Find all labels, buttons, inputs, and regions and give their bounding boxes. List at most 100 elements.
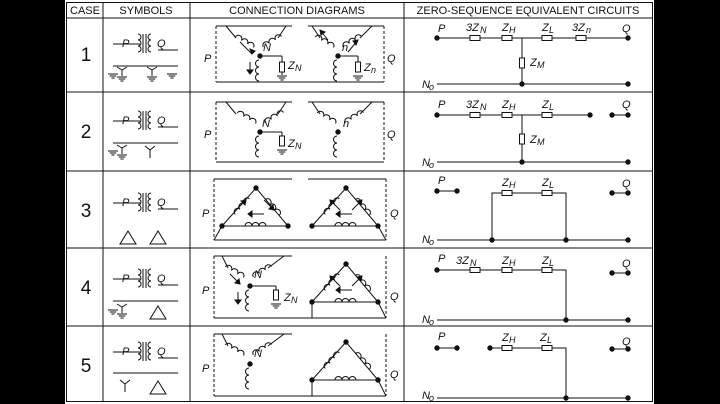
- svg-text:o: o: [429, 82, 434, 92]
- header-zero-sequence: ZERO-SEQUENCE EQUIVALENT CIRCUITS: [417, 5, 640, 17]
- case-number-4: 4: [81, 278, 92, 299]
- svg-text:N: N: [422, 79, 430, 91]
- svg-text:P: P: [204, 53, 212, 65]
- svg-text:Z: Z: [541, 255, 550, 267]
- svg-text:o: o: [429, 160, 434, 170]
- svg-text:H: H: [509, 102, 516, 112]
- svg-text:Q: Q: [157, 115, 166, 127]
- svg-text:Z: Z: [529, 57, 538, 69]
- zero-seq-circuit-case-5: P Q Z H Z L N o: [422, 331, 631, 403]
- symbol-case-2: P Q: [107, 110, 178, 159]
- svg-text:L: L: [549, 25, 554, 35]
- svg-text:P: P: [438, 331, 446, 343]
- svg-text:H: H: [509, 180, 516, 190]
- svg-text:Z: Z: [287, 138, 296, 150]
- svg-text:Q: Q: [157, 38, 166, 50]
- zero-seq-circuit-case-4: P Q 3Z N Z H Z L N o: [422, 253, 631, 327]
- svg-text:P: P: [438, 99, 446, 111]
- svg-text:N: N: [422, 390, 430, 402]
- svg-text:Q: Q: [622, 23, 631, 35]
- svg-text:Z: Z: [501, 99, 510, 111]
- svg-text:L: L: [549, 258, 554, 268]
- svg-text:P: P: [438, 253, 446, 265]
- svg-text:P: P: [202, 363, 210, 375]
- svg-text:N: N: [470, 258, 477, 268]
- svg-text:Q: Q: [390, 208, 399, 220]
- svg-text:N: N: [262, 118, 270, 130]
- header-symbols: SYMBOLS: [119, 5, 172, 17]
- svg-text:N: N: [263, 42, 271, 54]
- symbol-case-1: P Q: [107, 33, 178, 81]
- svg-text:o: o: [429, 237, 434, 247]
- connection-diagram-case-1: P Q N Z N: [204, 25, 396, 83]
- svg-text:Q: Q: [157, 346, 166, 358]
- svg-text:Q: Q: [390, 369, 399, 381]
- svg-text:Q: Q: [157, 273, 166, 285]
- zero-seq-circuit-case-3: P Q Z H Z L N o: [422, 175, 631, 247]
- svg-text:n: n: [586, 25, 591, 35]
- svg-text:3Z: 3Z: [572, 22, 586, 34]
- svg-text:N: N: [480, 25, 487, 35]
- case-number-3: 3: [81, 201, 92, 222]
- svg-text:P: P: [202, 208, 210, 220]
- svg-text:o: o: [429, 393, 434, 403]
- case-number-5: 5: [81, 356, 92, 377]
- svg-text:H: H: [509, 335, 516, 345]
- svg-text:N: N: [254, 348, 262, 360]
- svg-text:Q: Q: [622, 99, 631, 111]
- svg-text:P: P: [438, 23, 446, 35]
- svg-text:H: H: [509, 25, 516, 35]
- svg-text:3Z: 3Z: [466, 22, 480, 34]
- connection-diagram-case-2: P Q N Z N n: [204, 101, 396, 163]
- svg-text:n: n: [371, 65, 376, 75]
- symbol-case-3: P Q: [113, 192, 178, 245]
- svg-text:Z: Z: [501, 255, 510, 267]
- svg-text:N: N: [480, 102, 487, 112]
- svg-text:P: P: [202, 285, 210, 297]
- svg-text:L: L: [549, 102, 554, 112]
- connection-diagram-case-4: P Q N Z N: [202, 255, 399, 319]
- svg-text:Z: Z: [541, 99, 550, 111]
- case-number-1: 1: [81, 45, 92, 66]
- svg-text:Q: Q: [622, 336, 631, 348]
- svg-text:Z: Z: [541, 177, 550, 189]
- svg-text:Z: Z: [501, 177, 510, 189]
- symbol-case-4: P Q: [107, 268, 178, 320]
- svg-text:M: M: [537, 60, 545, 70]
- table-grid: [66, 2, 653, 402]
- svg-text:Q: Q: [622, 178, 631, 190]
- svg-text:N: N: [295, 141, 302, 151]
- svg-text:L: L: [549, 180, 554, 190]
- svg-text:L: L: [547, 335, 552, 345]
- zero-seq-circuit-case-1: P Q 3Z N Z H Z L 3Z n Z M N o: [422, 22, 631, 92]
- header-connection-diagrams: CONNECTION DIAGRAMS: [229, 5, 365, 17]
- header-case: CASE: [70, 5, 100, 17]
- svg-text:Z: Z: [541, 22, 550, 34]
- case-number-2: 2: [81, 122, 92, 143]
- zero-seq-circuit-case-2: P Q 3Z N Z H Z L Z M N o: [422, 99, 631, 170]
- svg-text:N: N: [422, 314, 430, 326]
- svg-text:Q: Q: [387, 53, 396, 65]
- svg-text:n: n: [342, 42, 348, 54]
- svg-text:n: n: [343, 118, 349, 130]
- svg-text:Q: Q: [387, 129, 396, 141]
- svg-text:Q: Q: [622, 258, 631, 270]
- symbol-case-5: P Q: [113, 341, 178, 395]
- svg-text:P: P: [438, 175, 446, 187]
- svg-text:N: N: [422, 234, 430, 246]
- svg-text:N: N: [291, 295, 298, 305]
- svg-text:N: N: [254, 269, 262, 281]
- svg-text:Z: Z: [501, 332, 510, 344]
- svg-text:Z: Z: [539, 332, 548, 344]
- svg-text:Z: Z: [287, 60, 296, 72]
- svg-text:M: M: [537, 137, 545, 147]
- svg-text:Z: Z: [363, 62, 372, 74]
- svg-text:Z: Z: [501, 22, 510, 34]
- connection-diagram-case-5: P Q N: [202, 333, 399, 397]
- svg-text:Z: Z: [529, 134, 538, 146]
- svg-text:Q: Q: [390, 291, 399, 303]
- svg-text:H: H: [509, 258, 516, 268]
- svg-text:P: P: [204, 129, 212, 141]
- svg-text:N: N: [422, 157, 430, 169]
